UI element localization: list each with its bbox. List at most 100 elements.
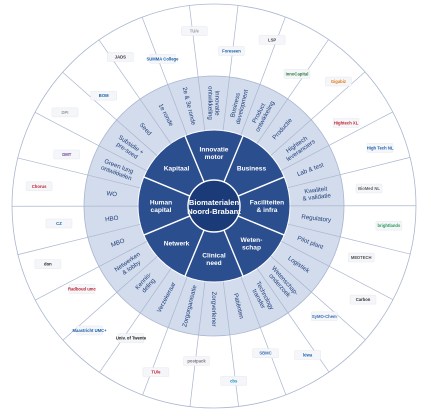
middle-segment-label: HBO: [105, 215, 119, 224]
logo-text: kiwa: [303, 353, 313, 358]
partner-logo: Maastricht UMC+: [73, 325, 107, 336]
segment-divider: [34, 112, 147, 172]
partner-logo: DPI: [51, 107, 79, 118]
logo-text: Hightech XL: [334, 121, 359, 126]
inner-divider: [184, 229, 205, 277]
inner-divider: [223, 135, 244, 183]
logo-badge: [68, 284, 96, 294]
partner-logo: BioMed NL: [355, 183, 383, 194]
logo-badge: [142, 367, 170, 377]
logo-text: Carbon: [356, 297, 371, 302]
inner-label-wetenschap: Weten-: [241, 237, 263, 244]
segment-divider: [189, 281, 206, 407]
partner-logo: SBMC: [252, 348, 279, 358]
segment-divider: [270, 256, 366, 341]
inner-label-innovatie-motor: motor: [205, 154, 224, 161]
logo-text: Chorus: [32, 184, 47, 189]
inner-divider: [184, 135, 205, 183]
partner-logo: Chorus: [25, 181, 53, 191]
middle-segment-label: Kwaliteit& validatie: [302, 186, 332, 203]
logo-badge: [107, 52, 134, 62]
logo-text: TU/e: [190, 29, 200, 34]
partner-logo: DMT: [53, 149, 80, 160]
logo-badge: [348, 252, 375, 263]
inner-divider: [143, 176, 191, 197]
inner-label-wetenschap: schap: [242, 244, 261, 251]
logo-badge: [220, 376, 247, 386]
logo-text: Radboud umc: [68, 286, 97, 291]
partner-logo: don: [34, 259, 62, 269]
logo-badge: [283, 69, 311, 79]
logo-text: Univ. of Twente: [116, 336, 147, 341]
partner-logo: SyMO-Chem: [311, 311, 338, 322]
inner-label-clinical-need: Clinical: [202, 252, 226, 259]
logo-badge: [294, 350, 321, 360]
logo-text: MEDTECH: [351, 255, 372, 260]
middle-segment-label: Regulatory: [301, 214, 332, 225]
middle-label: Regulatory: [301, 214, 332, 225]
segment-divider: [35, 241, 147, 301]
segment-divider: [189, 5, 206, 131]
partner-logo: LSP: [258, 35, 286, 45]
logo-badge: [325, 76, 352, 87]
middle-segment-label: MBO: [110, 237, 126, 249]
middle-label: WO: [106, 190, 118, 198]
partner-logo: TU/e: [181, 26, 208, 36]
logo-badge: [34, 259, 62, 269]
logo-badge: [258, 35, 286, 45]
logo-badge: [183, 356, 210, 366]
inner-label-faciliteiten-infra: Faciliteiten: [250, 199, 284, 206]
segment-divider: [222, 281, 239, 407]
partner-logo: postpack: [183, 356, 210, 366]
logo-text: DPI: [61, 110, 68, 115]
inner-divider: [143, 215, 191, 236]
logo-text: InnoCapital: [286, 71, 309, 76]
logo-badge: [252, 348, 279, 358]
middle-segment-label: WO: [106, 190, 118, 198]
logo-text: JADS: [115, 54, 126, 59]
inner-label-human-capital: Human: [150, 199, 172, 206]
inner-label-netwerk: Netwerk: [164, 241, 190, 248]
partner-logo: Radboud umc: [68, 284, 97, 294]
logo-text: CZ: [56, 221, 62, 226]
segment-divider: [222, 5, 239, 131]
logo-text: TU/e: [151, 370, 161, 375]
logo-badge: [375, 221, 403, 231]
logo-badge: [332, 118, 360, 128]
logo-badge: [149, 54, 176, 64]
segment-divider: [99, 268, 172, 373]
logo-text: don: [44, 262, 52, 267]
logo-text: SUMMA College: [146, 56, 179, 61]
inner-divider: [237, 176, 285, 197]
partner-logo: High Tech NL: [367, 143, 394, 153]
partner-logo: CZ: [45, 218, 73, 229]
logo-text: High Tech NL: [367, 145, 394, 150]
partner-logo: Univ. of Twente: [116, 333, 147, 343]
inner-divider: [237, 215, 285, 236]
center-hub: Biomaterialen Noord-Brabant: [187, 179, 241, 233]
segment-divider: [141, 17, 188, 136]
partner-logo: Gigabiz: [325, 76, 352, 87]
logo-badge: [349, 294, 377, 305]
segment-divider: [17, 223, 141, 255]
segment-divider: [256, 39, 329, 144]
logo-text: Foreseen: [222, 48, 241, 53]
segment-divider: [287, 223, 411, 255]
partner-logo: JADS: [107, 52, 134, 62]
partner-logo: SUMMA College: [146, 54, 179, 64]
inner-label-clinical-need: need: [206, 260, 221, 267]
partner-logo: cbs: [220, 376, 247, 386]
inner-label-kapitaal: Kapitaal: [164, 166, 190, 173]
logo-badge: [218, 46, 245, 56]
logo-text: LSP: [268, 37, 276, 42]
inner-divider: [223, 229, 244, 277]
logo-text: SyMO-Chem: [312, 314, 337, 319]
partner-logo: kiwa: [294, 350, 321, 360]
center-title-line1: Biomaterialen: [189, 198, 240, 207]
logo-badge: [76, 325, 103, 336]
partner-logo: Foreseen: [218, 46, 245, 56]
partner-logo: Carbon: [349, 294, 377, 305]
logo-text: cbs: [230, 378, 238, 383]
middle-segment-label: Zorgverlener: [210, 291, 217, 326]
